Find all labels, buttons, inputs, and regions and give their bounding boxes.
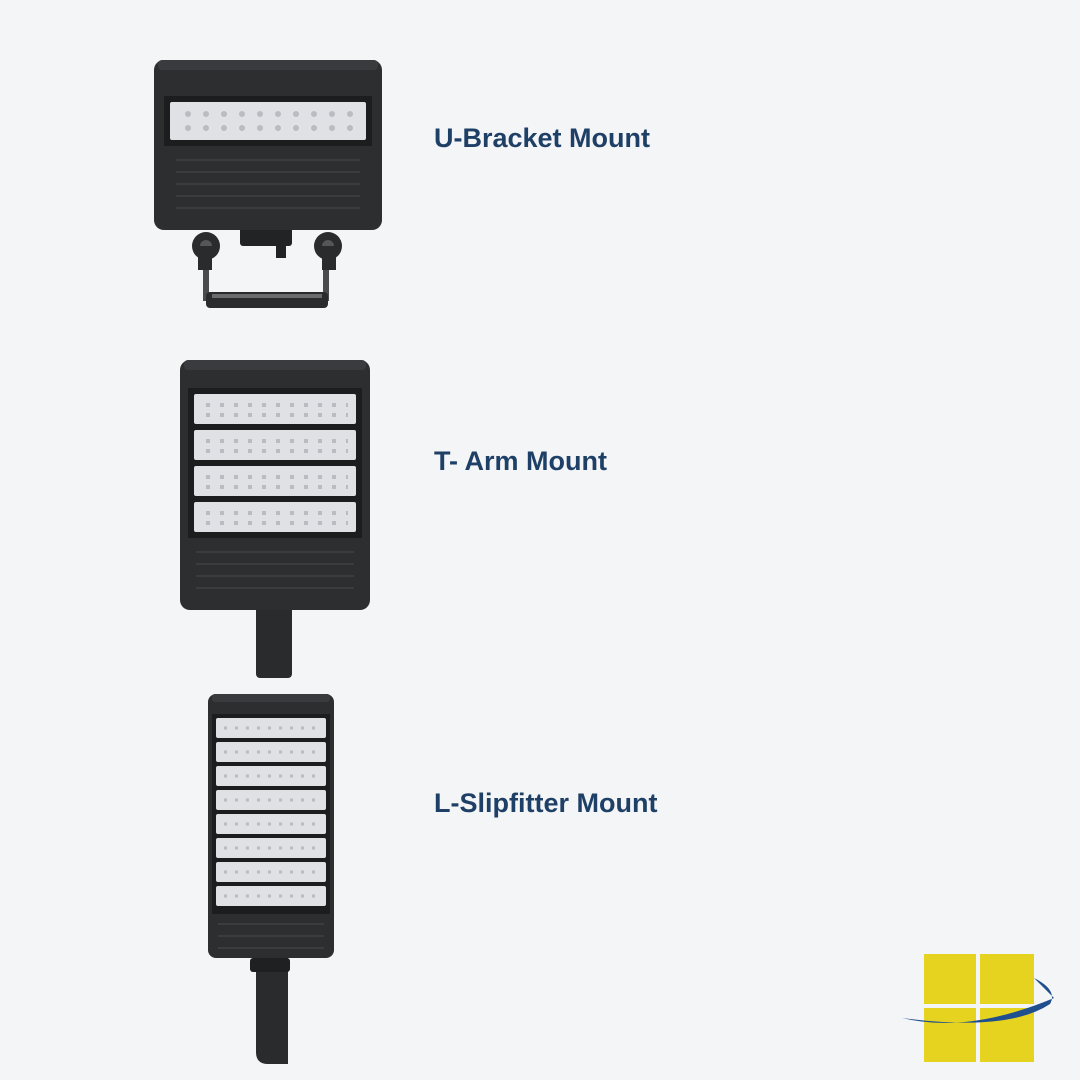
- u-bracket-mount-label: U-Bracket Mount: [434, 123, 651, 153]
- u-bracket-fixture-image: [154, 60, 382, 308]
- l-slipfitter-mount-label: L-Slipfitter Mount: [434, 788, 658, 818]
- t-arm-fixture-image: [180, 360, 370, 678]
- t-arm-mount-label: T- Arm Mount: [434, 446, 607, 476]
- window-grid-swoosh-logo-icon: [902, 954, 1054, 1062]
- l-slipfitter-fixture-image: [208, 694, 334, 1064]
